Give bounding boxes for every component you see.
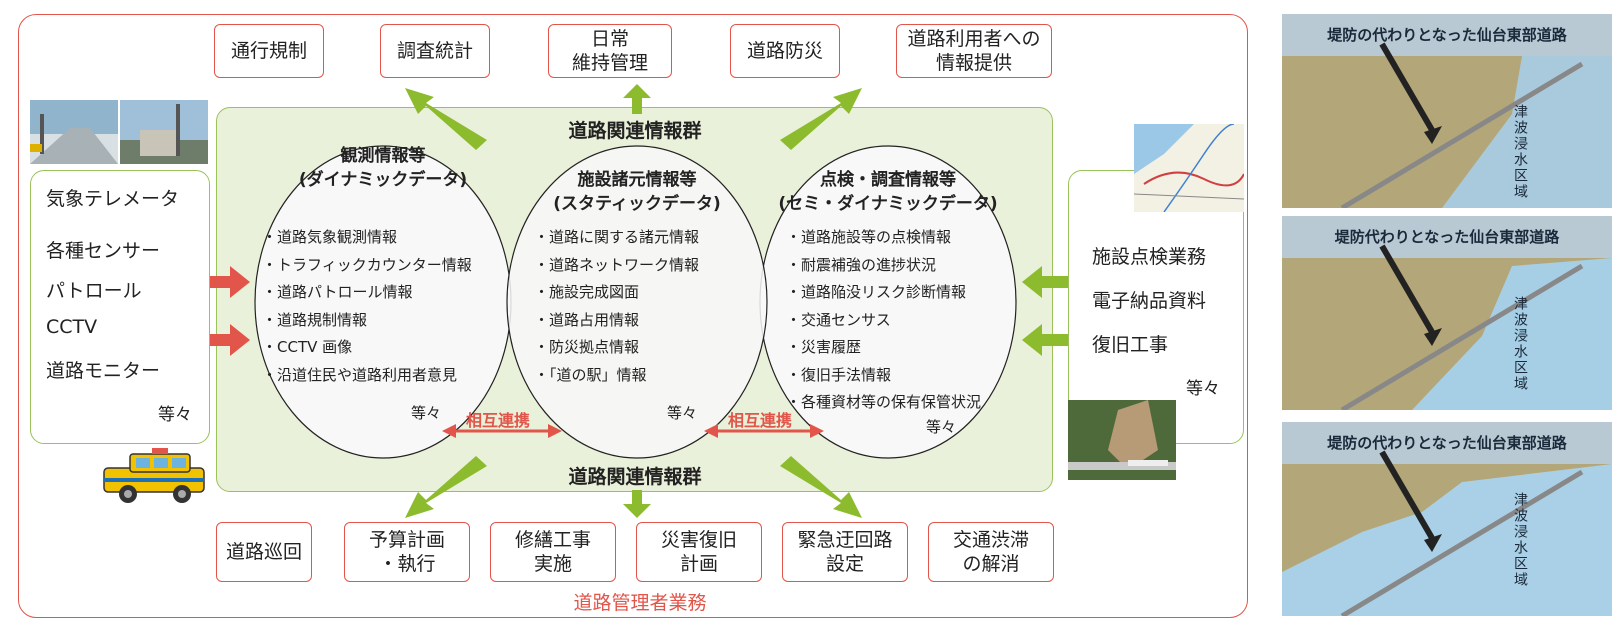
aerial-photo-3-area: 津波浸水区域 [1512,492,1528,588]
task-repair-work: 修繕工事 実施 [490,522,616,582]
arrow-green-input-1 [1022,266,1086,298]
aerial-photo-2-area: 津波浸水区域 [1512,296,1528,392]
road-manager-tasks-frame [18,14,1248,618]
list-item: 道路気象観測情報 [262,224,472,252]
aerial-photo-3: 堤防の代わりとなった仙台東部道路 津波浸水区域 [1282,422,1612,616]
mutual-label-left: 相互連携 [466,411,531,430]
circle-dynamic-title: 観測情報等 (ダイナミックデータ) [298,146,468,190]
list-item: 道路に関する諸元情報 [534,224,699,252]
source-sensors: 各種センサー [46,240,161,262]
task-road-disaster-prevention: 道路防災 [730,24,840,78]
arrow-up-center [623,84,651,114]
list-item: 各種資材等の保有保管状況 [786,389,981,417]
patrol-car-icon [103,448,205,503]
aerial-photo-3-title: 堤防の代わりとなった仙台東部道路 [1327,434,1567,452]
task-road-patrol: 道路巡回 [216,522,312,582]
arrow-red-input-2 [186,324,250,356]
source-facility-inspection: 施設点検業務 [1092,246,1207,268]
circle-semi-items: 道路施設等の点検情報 耐震補強の進捗状況 道路陥没リスク診断情報 交通センサス … [786,224,981,417]
cctv-camera-photo [30,100,118,164]
list-item: 交通センサス [786,307,981,335]
mutual-arrow-left [442,424,562,438]
arrow-down-center [623,490,651,518]
aerial-photo-1-area: 津波浸水区域 [1512,104,1528,200]
task-congestion-relief: 交通渋滞 の解消 [928,522,1054,582]
task-budget-execution: 予算計画 ・執行 [344,522,470,582]
arrow-down-left [405,456,487,518]
list-item: 復旧手法情報 [786,362,981,390]
right-etc: 等々 [1186,379,1220,399]
task-daily-maintenance: 日常 維持管理 [548,24,672,78]
list-item: 耐震補強の進捗状況 [786,252,981,280]
aerial-photo-2: 堤防代わりとなった仙台東部道路 津波浸水区域 [1282,216,1612,410]
list-item: 施設完成図面 [534,279,699,307]
landslide-photo [1068,400,1176,480]
circle-static-etc: 等々 [667,404,698,422]
list-item: 道路陥没リスク診断情報 [786,279,981,307]
circle-static-title: 施設諸元情報等 (スタティックデータ) [553,170,721,214]
circle-dynamic-etc: 等々 [411,404,442,422]
task-detour-route: 緊急迂回路 設定 [782,522,908,582]
source-road-monitor: 道路モニター [46,360,161,382]
arrow-red-input-1 [186,266,250,298]
list-item: 道路施設等の点検情報 [786,224,981,252]
list-item: 沿道住民や道路利用者意見 [262,362,472,390]
task-survey-statistics: 調査統計 [380,24,490,78]
source-weather-telemeter: 気象テレメータ [46,188,180,210]
circle-semi-title: 点検・調査情報等 (セミ・ダイナミックデータ) [778,170,998,214]
aerial-photo-1-title: 堤防の代わりとなった仙台東部道路 [1327,26,1567,44]
left-sources-panel [30,170,210,444]
aerial-photo-1: 堤防の代わりとなった仙台東部道路 津波浸水区域 [1282,14,1612,208]
task-traffic-regulation: 通行規制 [214,24,324,78]
list-item: 災害履歴 [786,334,981,362]
circle-static-items: 道路に関する諸元情報 道路ネットワーク情報 施設完成図面 道路占用情報 防災拠点… [534,224,699,389]
circle-dynamic-items: 道路気象観測情報 トラフィックカウンター情報 道路パトロール情報 道路規制情報 … [262,224,472,389]
arrow-down-right [780,456,862,518]
left-etc: 等々 [158,405,192,425]
outer-label: 道路管理者業務 [573,592,707,614]
arrow-up-right [780,88,862,150]
mutual-label-right: 相互連携 [728,411,793,430]
list-item: 道路パトロール情報 [262,279,472,307]
group-title-top: 道路関連情報群 [568,120,702,142]
aerial-photo-2-title: 堤防代わりとなった仙台東部道路 [1334,228,1560,246]
mutual-arrow-right [704,424,824,438]
group-title-bottom: 道路関連情報群 [568,466,702,488]
right-sources-panel [1068,170,1244,444]
source-electronic-delivery: 電子納品資料 [1092,290,1207,312]
arrow-up-left [405,88,487,150]
list-item: トラフィックカウンター情報 [262,252,472,280]
source-patrol: パトロール [46,280,142,302]
list-item: 道路規制情報 [262,307,472,335]
arrow-green-input-2 [1022,324,1086,356]
list-item: 「道の駅」情報 [534,362,699,390]
list-item: 道路ネットワーク情報 [534,252,699,280]
source-restoration-work: 復旧工事 [1092,334,1169,356]
list-item: CCTV 画像 [262,334,472,362]
list-item: 防災拠点情報 [534,334,699,362]
roadside-station-photo [120,100,208,164]
map-image [1134,124,1244,212]
circle-semi-etc: 等々 [926,418,957,436]
task-user-information: 道路利用者への 情報提供 [896,24,1052,78]
source-cctv: CCTV [46,316,98,338]
list-item: 道路占用情報 [534,307,699,335]
task-disaster-recovery-plan: 災害復旧 計画 [636,522,762,582]
